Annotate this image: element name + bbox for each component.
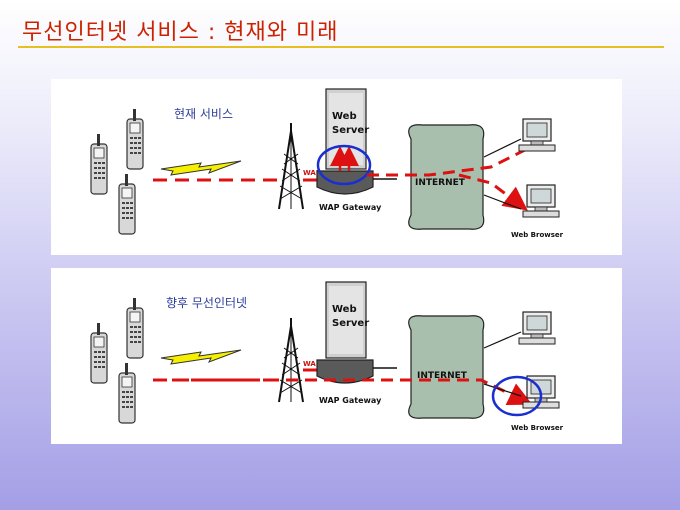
mobile-phone-icon [126,298,144,359]
internet-label: INTERNET [417,371,468,381]
mobile-phone-icon [90,323,108,384]
wap-gateway-label: WAP Gateway [319,396,382,405]
internet-cloud-icon [408,315,485,419]
highlight-ring [316,144,372,186]
wireless-signal-icon [160,160,242,176]
link-line [483,383,522,397]
wap-gateway-icon [316,170,374,195]
antenna-tower-icon [278,318,304,403]
web-server-label-line2: Server [332,318,369,329]
wap-gateway-label: WAP Gateway [319,203,382,212]
panel-label: 현재 서비스 [174,107,234,121]
link-line [153,378,533,406]
link-line [483,138,522,158]
computer-icon [522,375,560,409]
internet-cloud-icon [408,124,485,230]
wap-network-diagram: WAP Web Server WAP Gateway INTERNET [90,281,564,432]
slide-title: 무선인터넷 서비스 : 현재와 미래 [22,20,339,45]
antenna-tower-icon [278,123,304,210]
web-server-icon: Web Server [325,281,369,359]
wap-tag: WAP [303,360,321,368]
computer-icon [518,311,556,345]
web-server-label-line2: Server [332,125,369,136]
wap-tag: WAP [303,169,321,177]
web-browser-label: Web Browser [511,424,564,432]
highlight-ring [491,375,543,417]
link-line [367,145,532,177]
web-browser-label: Web Browser [511,231,564,239]
panel-future-service: WAP Web Server WAP Gateway INTERNET [51,268,622,444]
link-line [483,194,522,210]
wireless-signal-icon [160,349,242,365]
title-rule [18,46,664,48]
link-line [483,331,522,349]
web-server-label-line1: Web [332,304,357,315]
computer-icon [518,118,556,152]
web-server-icon: Web Server [325,88,369,170]
internet-label: INTERNET [415,178,466,188]
mobile-phone-icon [118,363,136,424]
computer-icon [522,184,560,218]
mobile-phone-icon [118,174,136,235]
panel-label: 향후 무선인터넷 [166,296,248,310]
wap-gateway-icon [316,359,374,384]
web-server-label-line1: Web [332,111,357,122]
mobile-phone-icon [90,134,108,195]
panel-current-service: WAP Web Server WAP Gateway INTERNET [51,79,622,255]
link-line [458,173,528,211]
wap-network-diagram: WAP Web Server WAP Gateway INTERNET [90,88,564,239]
mobile-phone-icon [126,109,144,170]
